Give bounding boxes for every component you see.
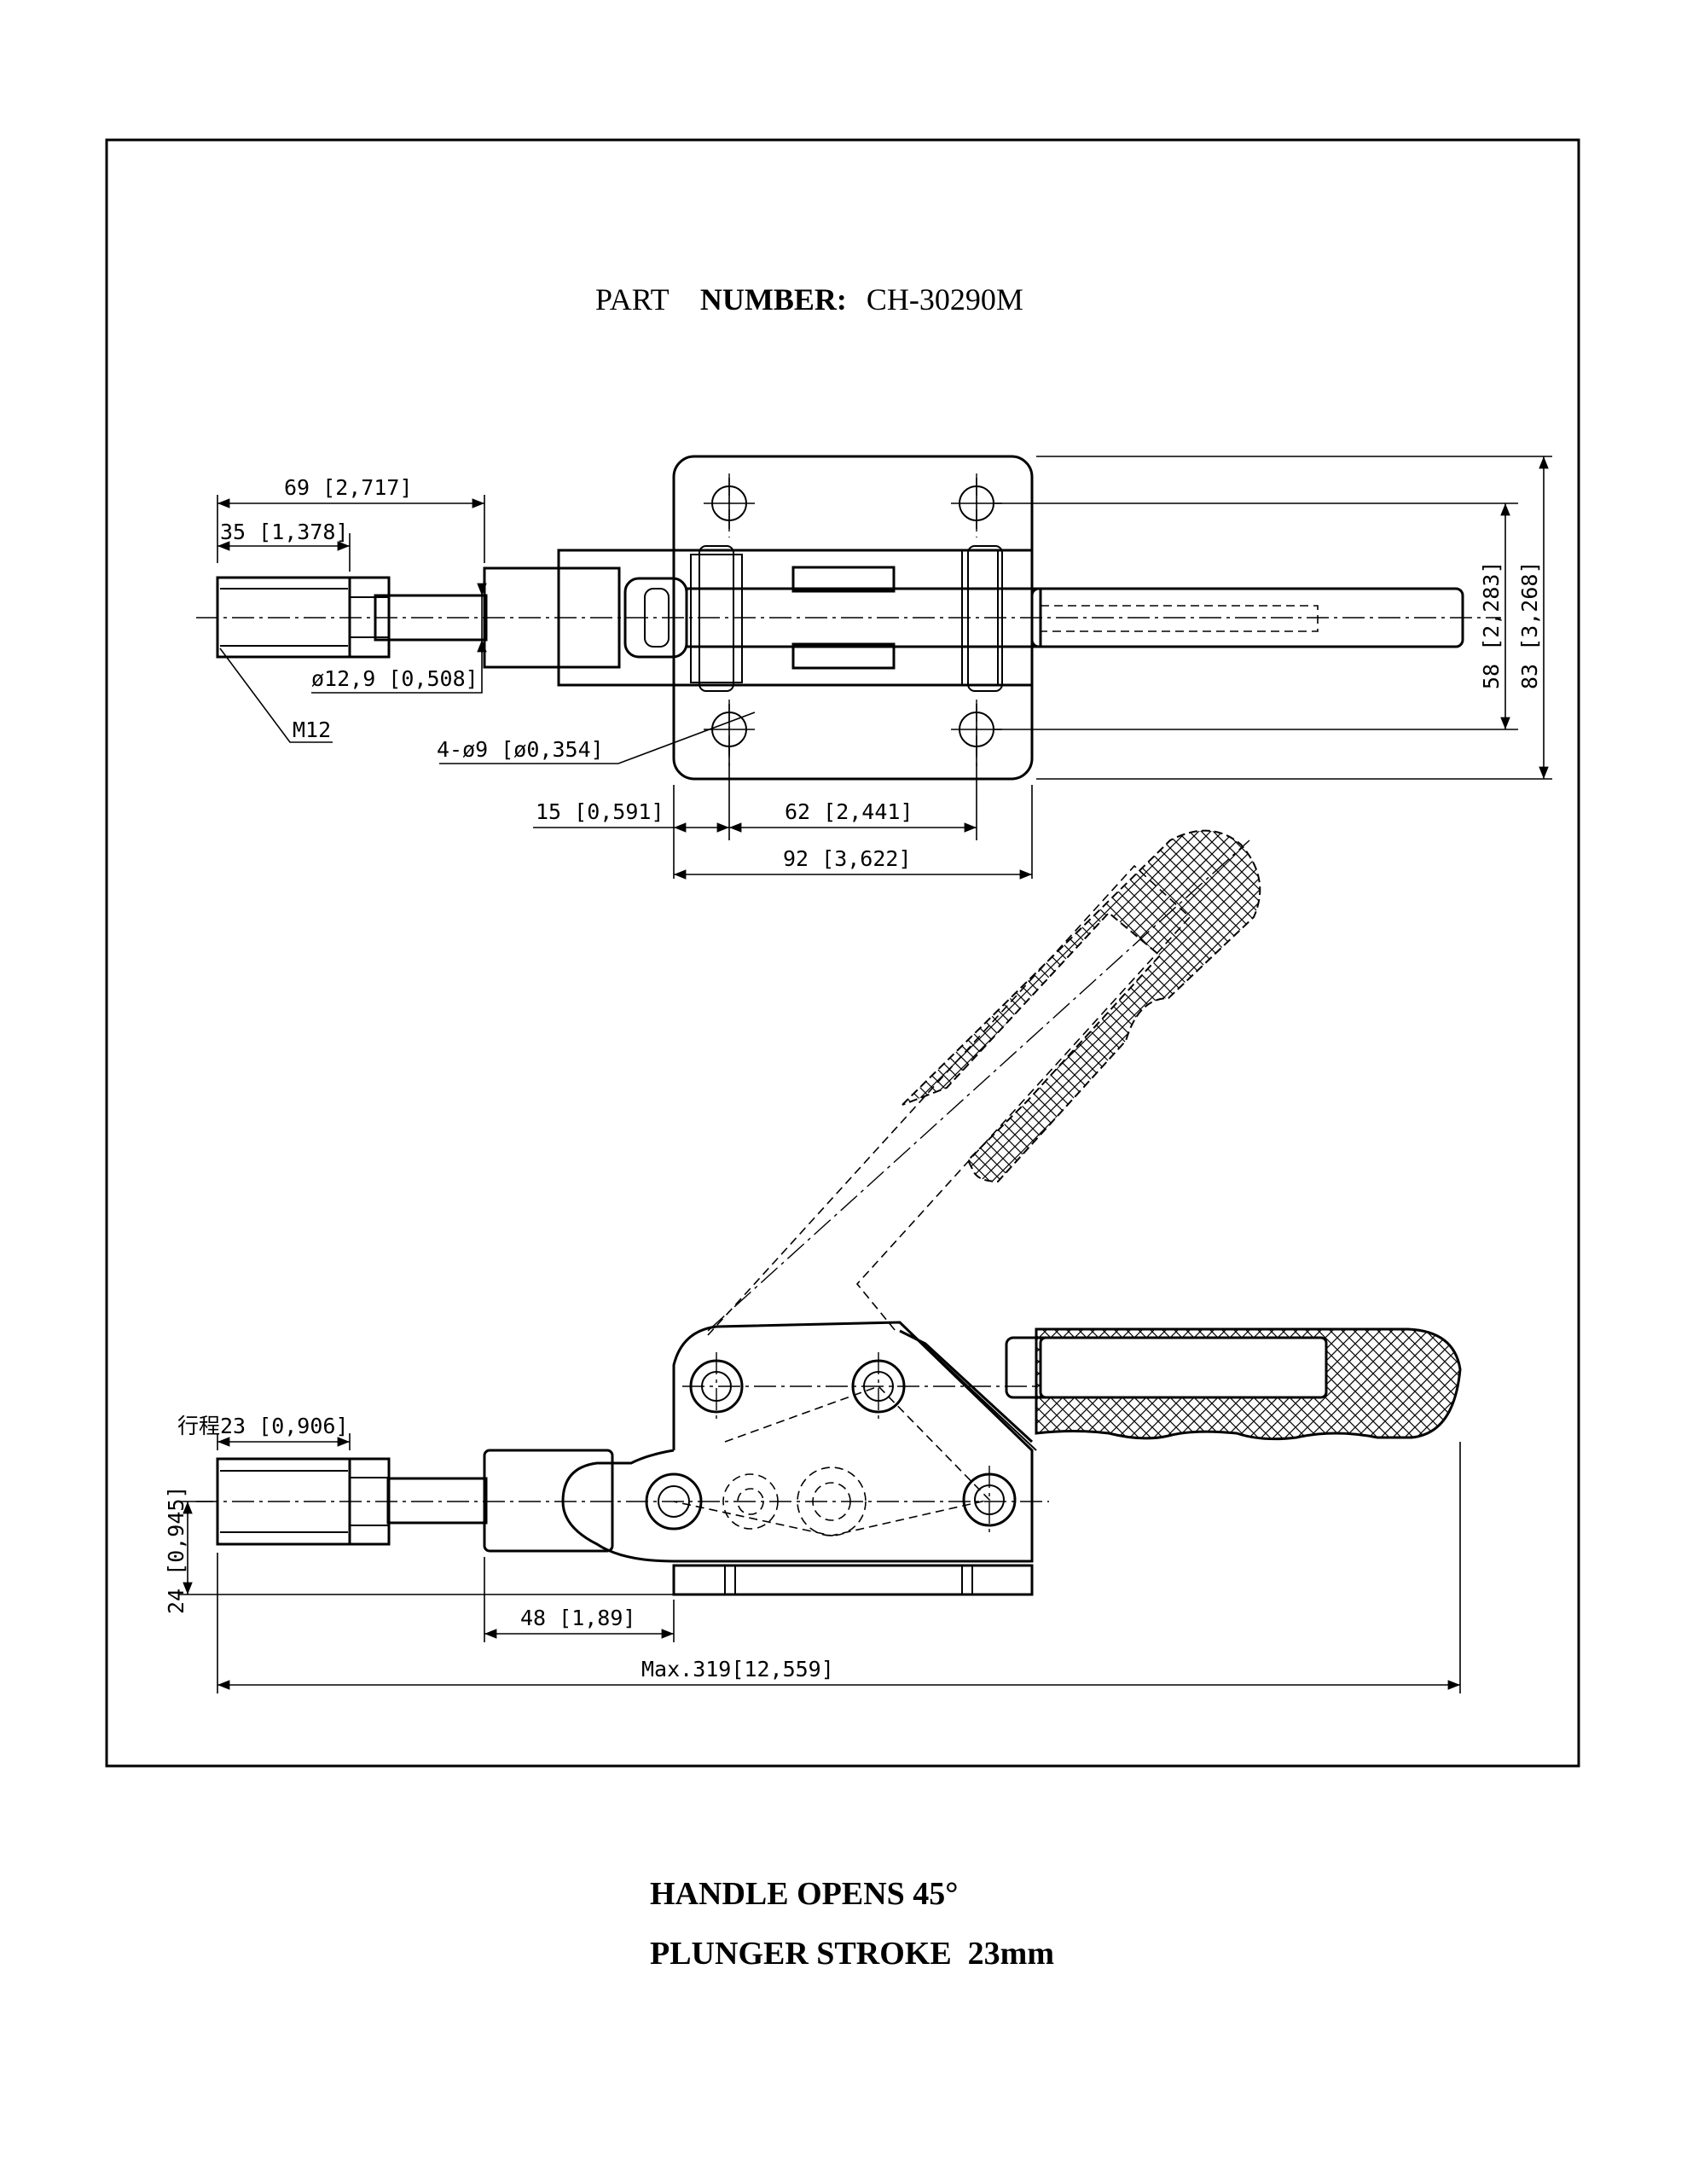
dim-48: 48 [1,89] (520, 1606, 635, 1630)
dim-12-9: ø12,9 [0,508] (311, 666, 478, 691)
dim-thread: M12 (293, 717, 331, 742)
pivot-pins (645, 1359, 1017, 1536)
dim-holes: 4-ø9 [ø0,354] (437, 737, 604, 762)
mounting-holes (704, 478, 1002, 755)
dim-83: 83 [3,268] (1517, 561, 1542, 689)
dim-24: 24 [0,945] (164, 1485, 188, 1614)
drawing-frame (105, 138, 1580, 1768)
note-plunger-stroke: PLUNGER STROKE 23mm (650, 1936, 1054, 1972)
part-number-title: PART NUMBER: CH-30290M (595, 282, 1023, 317)
dim-35: 35 [1,378] (220, 520, 349, 544)
title-prefix: PART (595, 282, 670, 317)
plunger-rod-side (386, 1477, 488, 1525)
base-plate-side (672, 1564, 1034, 1596)
plunger-bushing-side (483, 1449, 614, 1553)
dim-62: 62 [2,441] (785, 799, 913, 824)
note-handle-opens: HANDLE OPENS 45° (650, 1876, 958, 1912)
dim-stroke: 行程23 [0,906] (177, 1414, 349, 1438)
dimension-lines-side (179, 1433, 1461, 1693)
handle-side (899, 1329, 1034, 1443)
dim-69: 69 [2,717] (284, 475, 413, 500)
top-view: 69 [2,717] 35 [1,378] ø12,9 [0,508] M12 … (196, 455, 1552, 880)
dim-92: 92 [3,622] (783, 846, 912, 871)
side-view: 行程23 [0,906] 24 [0,945] 48 [1,89] Max.31… (164, 829, 1462, 1693)
dim-max: Max.319[12,559] (641, 1657, 834, 1682)
title-bold: NUMBER: (700, 282, 847, 317)
dimension-lines-top (217, 456, 1552, 880)
dim-15: 15 [0,591] (536, 799, 664, 824)
dim-58: 58 [2,283] (1479, 561, 1504, 689)
title-value: CH-30290M (867, 282, 1023, 317)
clamp-body (561, 1321, 1034, 1563)
handle-open-phantom (707, 829, 1261, 1336)
